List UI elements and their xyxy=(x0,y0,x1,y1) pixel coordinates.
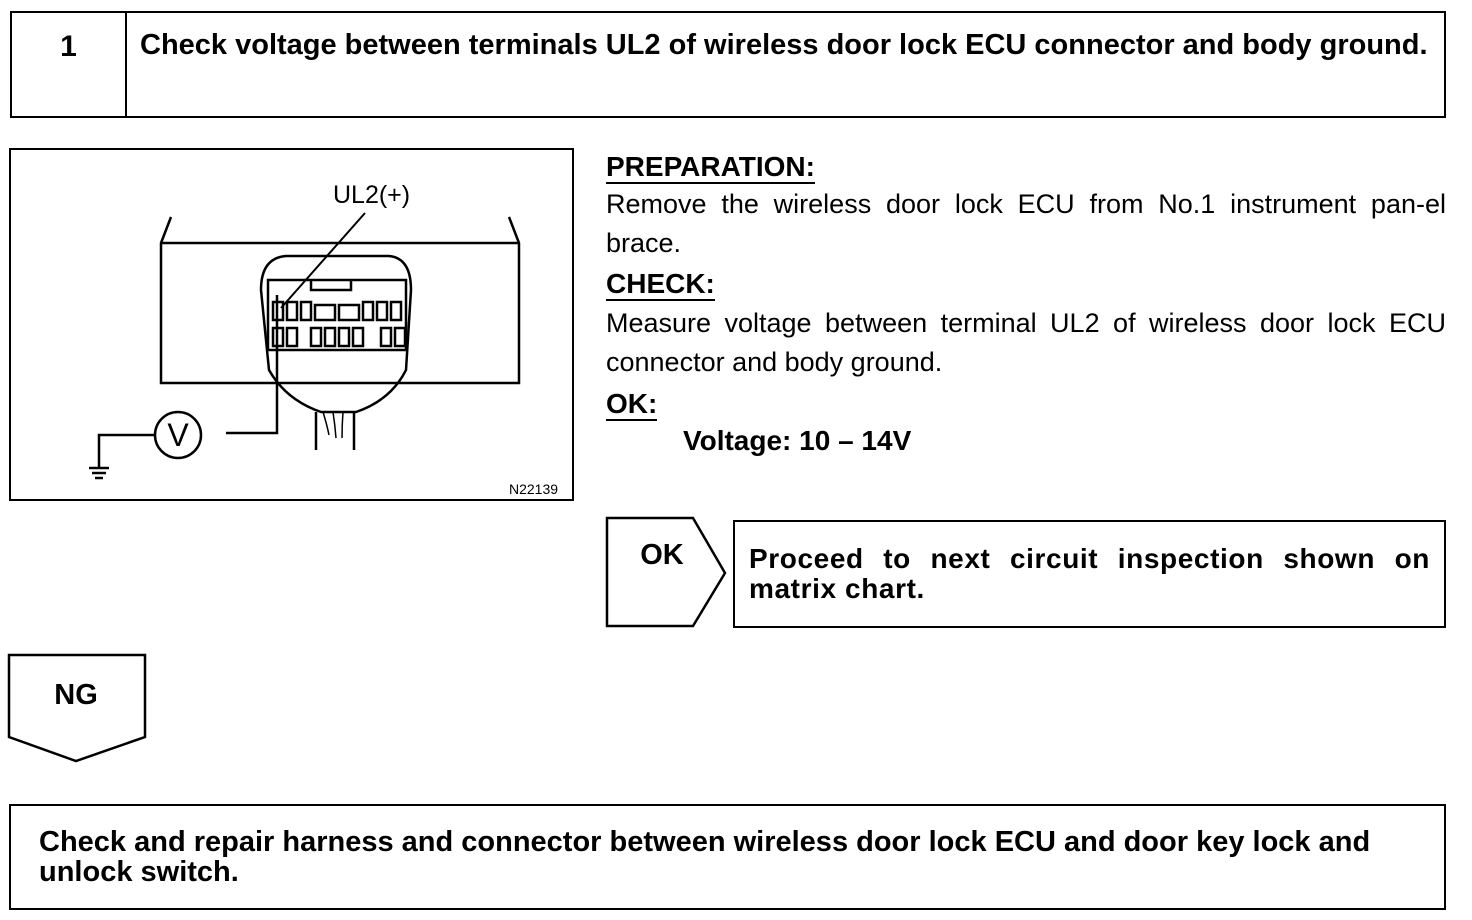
ng-result-box: Check and repair harness and connector b… xyxy=(9,804,1446,910)
ng-tag: NG xyxy=(54,679,98,711)
ecu-connector-diagram: UL2(+) V N22139 xyxy=(89,181,558,497)
connector-body xyxy=(259,254,413,414)
connector-face xyxy=(266,278,408,352)
ok-result-box: Proceed to next circuit inspection shown… xyxy=(733,520,1446,628)
connector-figure: UL2(+) V N22139 xyxy=(9,148,574,501)
ng-arrow-icon xyxy=(7,653,147,763)
step-title: Check voltage between terminals UL2 of w… xyxy=(140,29,1428,61)
step-number: 1 xyxy=(12,13,127,116)
ok-action-text: Proceed to next circuit inspection shown… xyxy=(749,543,1430,604)
preparation-heading: PREPARATION: xyxy=(606,151,815,184)
ok-heading: OK: xyxy=(606,388,658,421)
check-text: Measure voltage between terminal UL2 of … xyxy=(606,308,1446,377)
ok-arrow-icon xyxy=(605,516,727,628)
check-heading: CHECK: xyxy=(606,268,715,301)
voltage-spec: Voltage: 10 – 14V xyxy=(683,425,912,456)
terminal-label: UL2(+) xyxy=(333,181,410,209)
step-header: 1 Check voltage between terminals UL2 of… xyxy=(10,11,1446,118)
ok-tag: OK xyxy=(640,539,684,571)
voltmeter-label: V xyxy=(167,417,189,453)
ecu-housing-outline xyxy=(159,216,521,385)
figure-id: N22139 xyxy=(509,481,558,497)
ng-action-text: Check and repair harness and connector b… xyxy=(39,826,1371,888)
preparation-text: Remove the wireless door lock ECU from N… xyxy=(606,189,1446,258)
